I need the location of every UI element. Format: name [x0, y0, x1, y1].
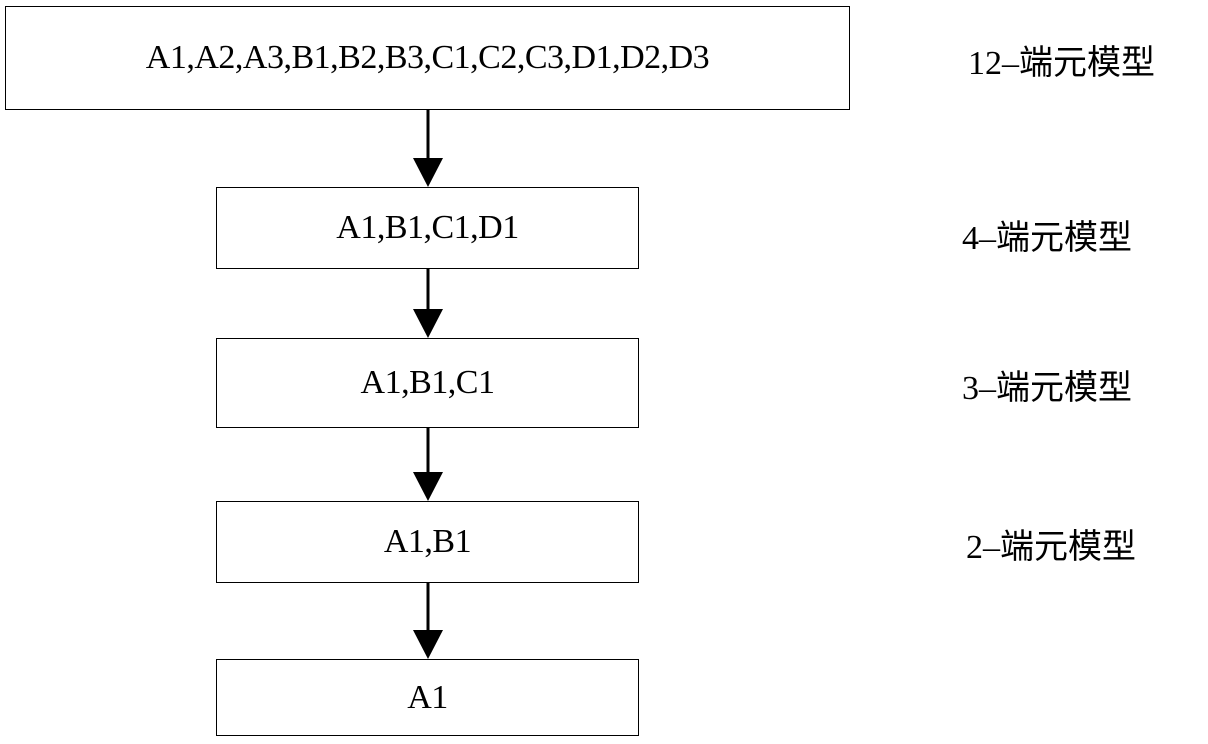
stage-content-4-terminal: A1,B1,C1,D1: [336, 209, 519, 246]
arrow-3-to-2: [413, 428, 443, 501]
arrow-12-to-4: [413, 110, 443, 187]
arrow-2-to-1: [413, 583, 443, 659]
model-label-12-terminal: 12–端元模型: [968, 45, 1155, 82]
stage-box-final: A1: [216, 659, 639, 736]
stage-box-3-terminal: A1,B1,C1: [216, 338, 639, 428]
model-label-3-terminal: 3–端元模型: [962, 370, 1132, 407]
stage-box-12-terminal: A1,A2,A3,B1,B2,B3,C1,C2,C3,D1,D2,D3: [5, 6, 850, 110]
stage-box-4-terminal: A1,B1,C1,D1: [216, 187, 639, 269]
stage-content-2-terminal: A1,B1: [383, 523, 472, 560]
arrow-4-to-3: [413, 269, 443, 338]
model-label-4-terminal: 4–端元模型: [962, 220, 1132, 257]
stage-content-3-terminal: A1,B1,C1: [360, 364, 495, 401]
model-label-2-terminal: 2–端元模型: [966, 529, 1136, 566]
stage-content-final: A1: [407, 678, 448, 716]
stage-content-12-terminal: A1,A2,A3,B1,B2,B3,C1,C2,C3,D1,D2,D3: [145, 39, 710, 76]
stage-box-2-terminal: A1,B1: [216, 501, 639, 583]
